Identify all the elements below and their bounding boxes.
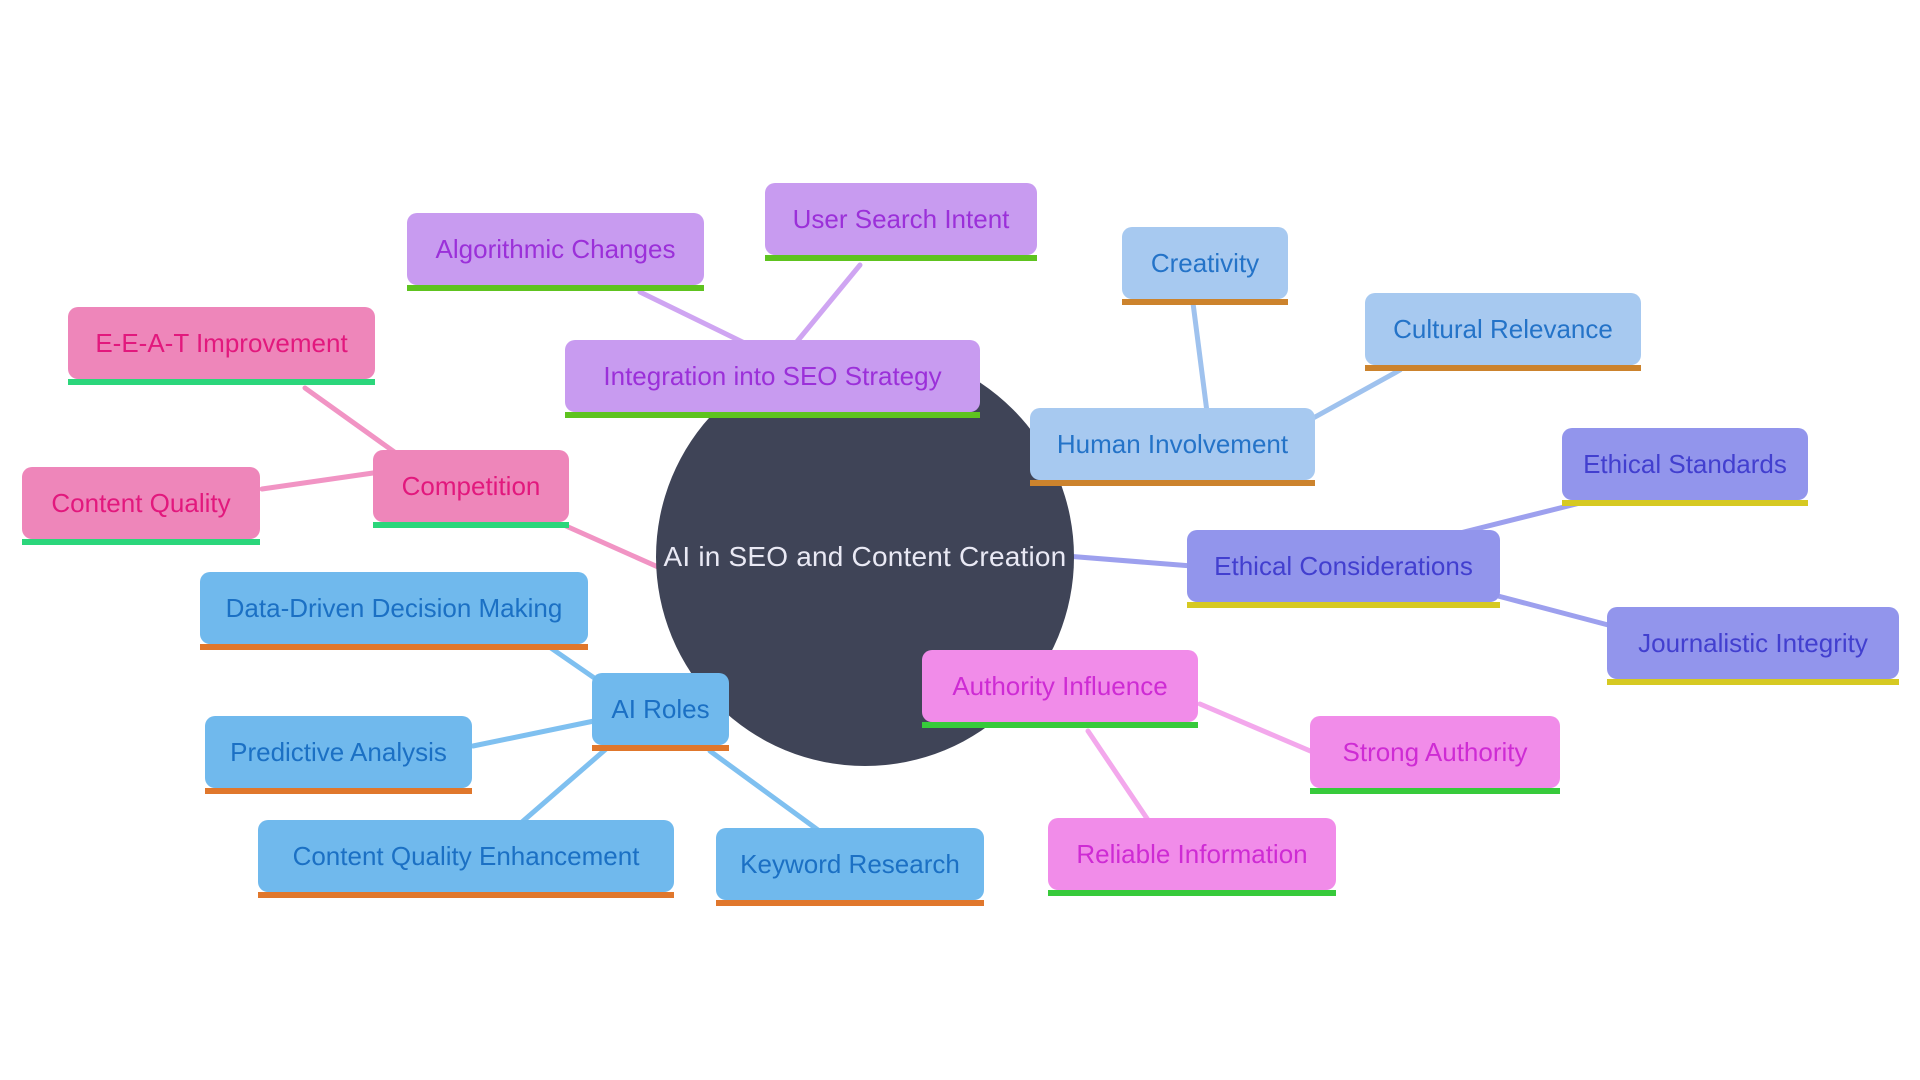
node-competition[interactable]: Competition — [373, 450, 569, 528]
node-label: Ethical Standards — [1583, 448, 1787, 479]
edge-eeat-improvement--competition — [302, 385, 403, 459]
node-predictive-analysis[interactable]: Predictive Analysis — [205, 716, 472, 794]
node-underline — [1365, 365, 1641, 371]
edge-content-quality--competition — [259, 469, 383, 492]
node-label: Strong Authority — [1342, 736, 1528, 767]
edge-ethical-considerations--journalistic-integrity — [1495, 593, 1615, 629]
node-underline — [407, 285, 704, 291]
node-label: Journalistic Integrity — [1638, 627, 1868, 658]
node-underline — [765, 255, 1037, 261]
node-label: Reliable Information — [1076, 838, 1308, 869]
node-underline — [1310, 788, 1560, 794]
edge-predictive-analysis--ai-roles — [470, 718, 597, 749]
node-underline — [1048, 890, 1336, 896]
node-algorithmic-changes[interactable]: Algorithmic Changes — [407, 213, 704, 291]
node-underline — [1030, 480, 1315, 486]
node-underline — [200, 644, 588, 650]
node-label: Competition — [401, 470, 541, 501]
node-underline — [258, 892, 674, 898]
edge-user-search-intent--integration — [792, 262, 863, 347]
node-journalistic-integrity[interactable]: Journalistic Integrity — [1607, 607, 1899, 685]
node-underline — [1122, 299, 1288, 305]
node-underline — [922, 722, 1198, 728]
node-cultural-relevance[interactable]: Cultural Relevance — [1365, 293, 1641, 371]
node-ethical-standards[interactable]: Ethical Standards — [1562, 428, 1808, 506]
central-topic-label: AI in SEO and Content Creation — [663, 541, 1067, 572]
node-label: Keyword Research — [740, 848, 960, 879]
node-label: Content Quality — [51, 487, 231, 518]
node-underline — [1187, 602, 1500, 608]
node-underline — [68, 379, 375, 385]
edge-ai-roles--content-quality-enhancement — [519, 746, 609, 825]
node-label: Integration into SEO Strategy — [603, 360, 942, 391]
node-label: Creativity — [1150, 247, 1260, 278]
node-user-search-intent[interactable]: User Search Intent — [765, 183, 1037, 261]
node-label: E-E-A-T Improvement — [95, 327, 348, 358]
node-underline — [716, 900, 984, 906]
edge-center--ethical-considerations — [1063, 553, 1195, 569]
edge-creativity--human-involvement — [1190, 300, 1210, 415]
node-underline — [592, 745, 729, 751]
node-label: AI Roles — [611, 693, 710, 724]
node-authority-influence[interactable]: Authority Influence — [922, 650, 1198, 728]
node-ethical-considerations[interactable]: Ethical Considerations — [1187, 530, 1500, 608]
edge-authority-influence--reliable-information — [1085, 728, 1151, 823]
node-label: User Search Intent — [792, 203, 1010, 234]
node-label: Human Involvement — [1056, 428, 1289, 459]
node-label: Predictive Analysis — [230, 736, 447, 767]
node-underline — [1607, 679, 1899, 685]
node-underline — [205, 788, 472, 794]
node-integration-into-seo-strategy[interactable]: Integration into SEO Strategy — [565, 340, 980, 418]
node-label: Algorithmic Changes — [435, 233, 676, 264]
node-content-quality[interactable]: Content Quality — [22, 467, 260, 545]
node-human-involvement[interactable]: Human Involvement — [1030, 408, 1315, 486]
node-content-quality-enhancement[interactable]: Content Quality Enhancement — [258, 820, 674, 898]
node-ai-roles[interactable]: AI Roles — [592, 673, 729, 751]
edge-authority-influence--strong-authority — [1197, 701, 1318, 756]
node-underline — [373, 522, 569, 528]
node-label: Content Quality Enhancement — [292, 840, 640, 871]
node-label: Ethical Considerations — [1214, 550, 1473, 581]
edge-ai-roles--keyword-research — [707, 748, 821, 833]
node-creativity[interactable]: Creativity — [1122, 227, 1288, 305]
node-data-driven-decision-making[interactable]: Data-Driven Decision Making — [200, 572, 588, 650]
node-reliable-information[interactable]: Reliable Information — [1048, 818, 1336, 896]
node-strong-authority[interactable]: Strong Authority — [1310, 716, 1560, 794]
node-underline — [1562, 500, 1808, 506]
node-underline — [22, 539, 260, 545]
node-label: Authority Influence — [952, 670, 1168, 701]
node-label: Cultural Relevance — [1393, 313, 1613, 344]
node-label: Data-Driven Decision Making — [225, 592, 563, 623]
node-eeat-improvement[interactable]: E-E-A-T Improvement — [68, 307, 375, 385]
node-keyword-research[interactable]: Keyword Research — [716, 828, 984, 906]
node-underline — [565, 412, 980, 418]
